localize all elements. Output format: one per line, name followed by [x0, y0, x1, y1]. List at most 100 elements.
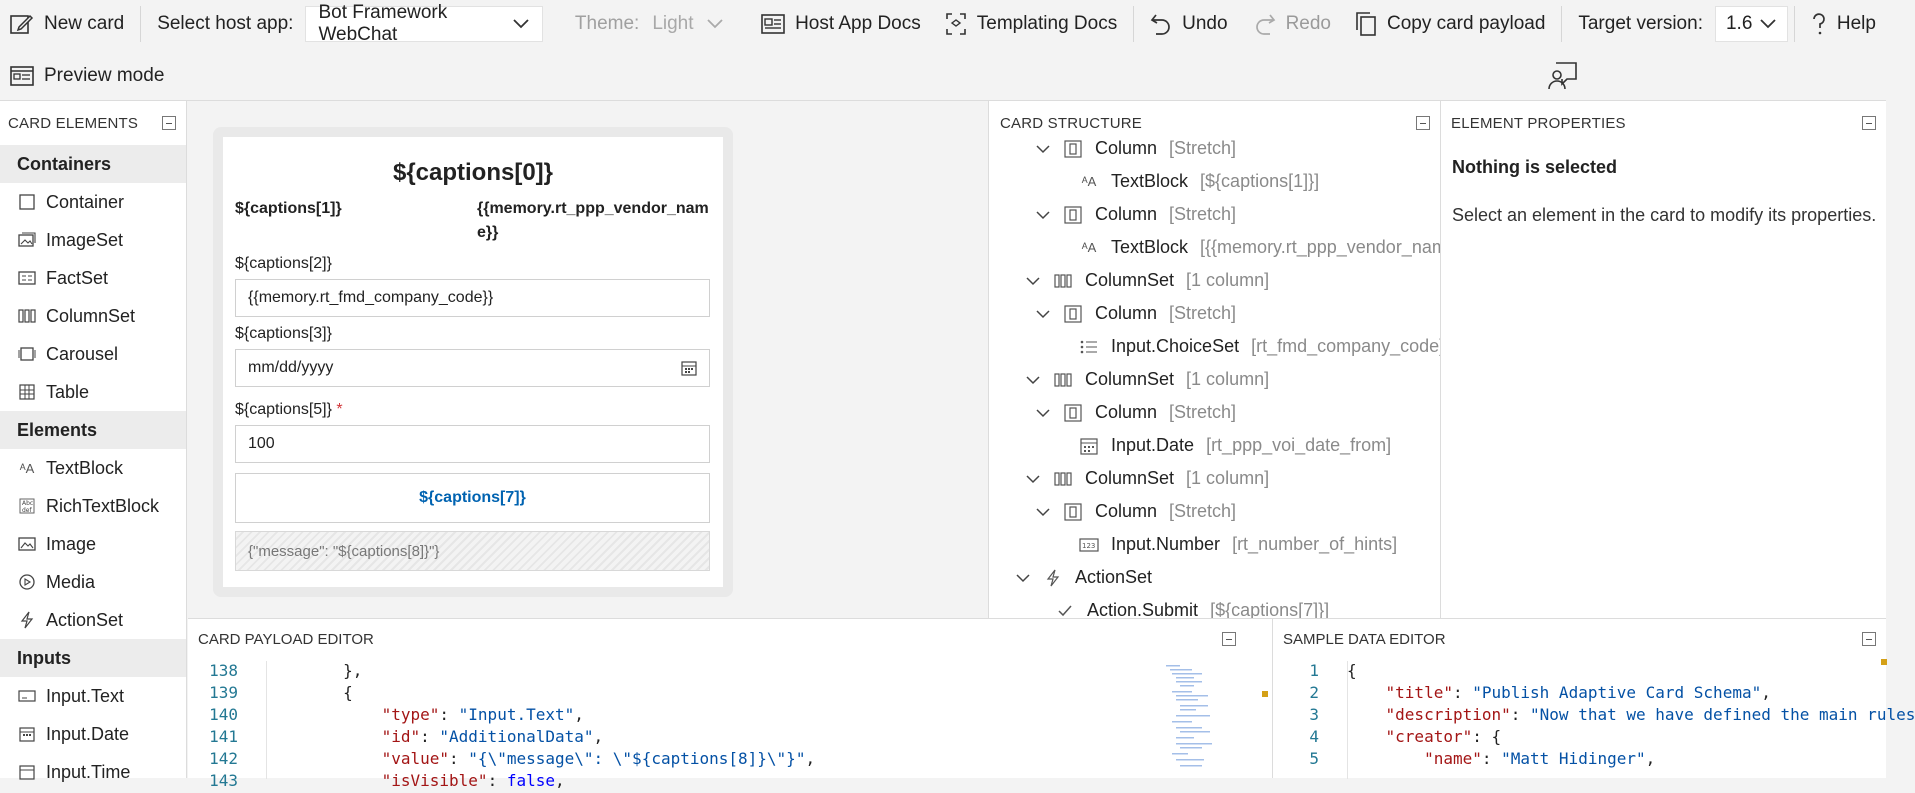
svg-text:123: 123: [1082, 542, 1095, 550]
chevron-down-icon[interactable]: [1033, 210, 1053, 220]
collapse-icon[interactable]: [162, 116, 176, 130]
structure-row-label: Column: [1095, 501, 1158, 521]
new-card-icon: [10, 14, 34, 34]
structure-row[interactable]: Column[Stretch]: [1033, 198, 1236, 231]
element-input-text[interactable]: Input.Text: [0, 677, 186, 715]
chevron-down-icon[interactable]: [1033, 309, 1053, 319]
structure-row[interactable]: Input.ChoiceSet[rt_fmd_company_code]: [1079, 330, 1444, 363]
host-app-select[interactable]: Bot Framework WebChat: [305, 2, 543, 45]
card-structure-header: CARD STRUCTURE: [989, 101, 1440, 145]
structure-row[interactable]: Input.Date[rt_ppp_voi_date_from]: [1079, 429, 1391, 462]
structure-row-label: TextBlock: [1111, 237, 1189, 257]
company-code-input[interactable]: {{memory.rt_fmd_company_code}}: [235, 279, 710, 317]
element-image[interactable]: Image: [0, 525, 186, 563]
element-properties-title: ELEMENT PROPERTIES: [1451, 114, 1626, 132]
element-imageset[interactable]: ImageSet: [0, 221, 186, 259]
structure-row[interactable]: ColumnSet[1 column]: [1023, 462, 1269, 495]
element-input-date[interactable]: Input.Date: [0, 715, 186, 753]
element-carousel[interactable]: Carousel: [0, 335, 186, 373]
structure-row-meta: [{{memory.rt_ppp_vendor_nam: [1200, 237, 1447, 257]
hidden-input[interactable]: {"message": "${captions[8]}"}: [235, 531, 710, 571]
textblock-icon: ᴬA: [1081, 174, 1097, 189]
host-app-docs-button[interactable]: Host App Docs: [751, 0, 931, 48]
chevron-down-icon[interactable]: [1033, 408, 1053, 418]
date-input[interactable]: mm/dd/yyyy: [235, 349, 710, 387]
collapse-icon[interactable]: [1416, 116, 1430, 130]
preview-mode-button[interactable]: Preview mode: [0, 52, 174, 100]
templating-docs-button[interactable]: Templating Docs: [935, 0, 1127, 48]
collapse-icon[interactable]: [1222, 632, 1236, 646]
card-preview-frame: ${captions[0]} ${captions[1]} {{memory.r…: [213, 127, 733, 597]
structure-row[interactable]: Action.Submit[${captions[7]}]: [1055, 594, 1329, 627]
structure-row[interactable]: Column[Stretch]: [1033, 132, 1236, 165]
chevron-down-icon[interactable]: [1033, 144, 1053, 154]
redo-button[interactable]: Redo: [1244, 0, 1341, 48]
toolbar-row-secondary: Preview mode: [0, 52, 174, 100]
theme-select[interactable]: Light: [651, 6, 737, 42]
chevron-down-icon[interactable]: [1023, 276, 1043, 286]
structure-row-label: Input.ChoiceSet: [1111, 336, 1240, 356]
structure-row[interactable]: Column[Stretch]: [1033, 396, 1236, 429]
json-value: "Matt Hidinger": [1501, 749, 1646, 768]
json-value: "Now that we have defined the main rules: [1530, 705, 1915, 724]
target-version-select[interactable]: 1.6: [1714, 6, 1788, 42]
structure-row[interactable]: ColumnSet[1 column]: [1023, 264, 1269, 297]
calendar-icon[interactable]: [681, 360, 697, 376]
structure-row-label: ColumnSet: [1085, 369, 1175, 389]
scroll-marker: [1262, 691, 1268, 697]
code-line: 141 "id": "AdditionalData",: [198, 727, 603, 749]
calendar-icon: [1079, 436, 1099, 456]
copy-payload-button[interactable]: Copy card payload: [1345, 0, 1555, 48]
structure-row-label: Column: [1095, 204, 1158, 224]
code-line: 5 "name": "Matt Hidinger",: [1283, 749, 1655, 771]
list-icon: [1079, 337, 1099, 357]
structure-row[interactable]: Column[Stretch]: [1033, 495, 1236, 528]
element-media[interactable]: Media: [0, 563, 186, 601]
structure-row-meta: [1 column]: [1186, 468, 1270, 488]
number-input[interactable]: 100: [235, 425, 710, 463]
adaptive-card[interactable]: ${captions[0]} ${captions[1]} {{memory.r…: [223, 137, 723, 587]
chevron-down-icon[interactable]: [1023, 474, 1043, 484]
submit-action-button[interactable]: ${captions[7]}: [235, 473, 710, 523]
factset-icon: [18, 269, 36, 287]
host-app-docs-label: Host App Docs: [795, 13, 921, 34]
textblock-icon: ᴬA: [19, 460, 35, 476]
number-input-icon: 123: [1079, 535, 1099, 555]
copy-payload-label: Copy card payload: [1386, 13, 1546, 34]
element-factset[interactable]: FactSet: [0, 259, 186, 297]
element-input-time[interactable]: Input.Time: [0, 753, 186, 791]
element-container[interactable]: Container: [0, 183, 186, 221]
image-icon: [18, 535, 36, 553]
chevron-down-icon[interactable]: [1023, 375, 1043, 385]
chevron-down-icon[interactable]: [1033, 507, 1053, 517]
json-punct: ,: [574, 705, 584, 724]
element-actionset[interactable]: ActionSet: [0, 601, 186, 639]
undo-button[interactable]: Undo: [1140, 0, 1237, 48]
structure-row-meta: [1 column]: [1186, 270, 1270, 290]
element-table[interactable]: Table: [0, 373, 186, 411]
docs-icon: [761, 14, 785, 34]
chevron-down-icon[interactable]: [1013, 573, 1033, 583]
card-column-2-text: {{memory.rt_ppp_vendor_name}}: [477, 200, 709, 241]
new-card-button[interactable]: New card: [0, 0, 134, 48]
structure-row[interactable]: ActionSet: [1013, 561, 1164, 594]
redo-label: Redo: [1285, 13, 1331, 34]
element-label: Input.Date: [46, 723, 130, 744]
collapse-icon[interactable]: [1862, 116, 1876, 130]
json-punct: ,: [1761, 683, 1771, 702]
collapse-icon[interactable]: [1862, 632, 1876, 646]
structure-row[interactable]: ColumnSet[1 column]: [1023, 363, 1269, 396]
element-columnset[interactable]: ColumnSet: [0, 297, 186, 335]
structure-row[interactable]: Column[Stretch]: [1033, 297, 1236, 330]
help-button[interactable]: Help: [1801, 0, 1886, 48]
payload-editor-title: CARD PAYLOAD EDITOR: [198, 630, 374, 648]
editor-minimap[interactable]: [1160, 661, 1230, 779]
chat-feedback-icon[interactable]: [1548, 62, 1578, 90]
json-key: "id": [381, 727, 421, 746]
